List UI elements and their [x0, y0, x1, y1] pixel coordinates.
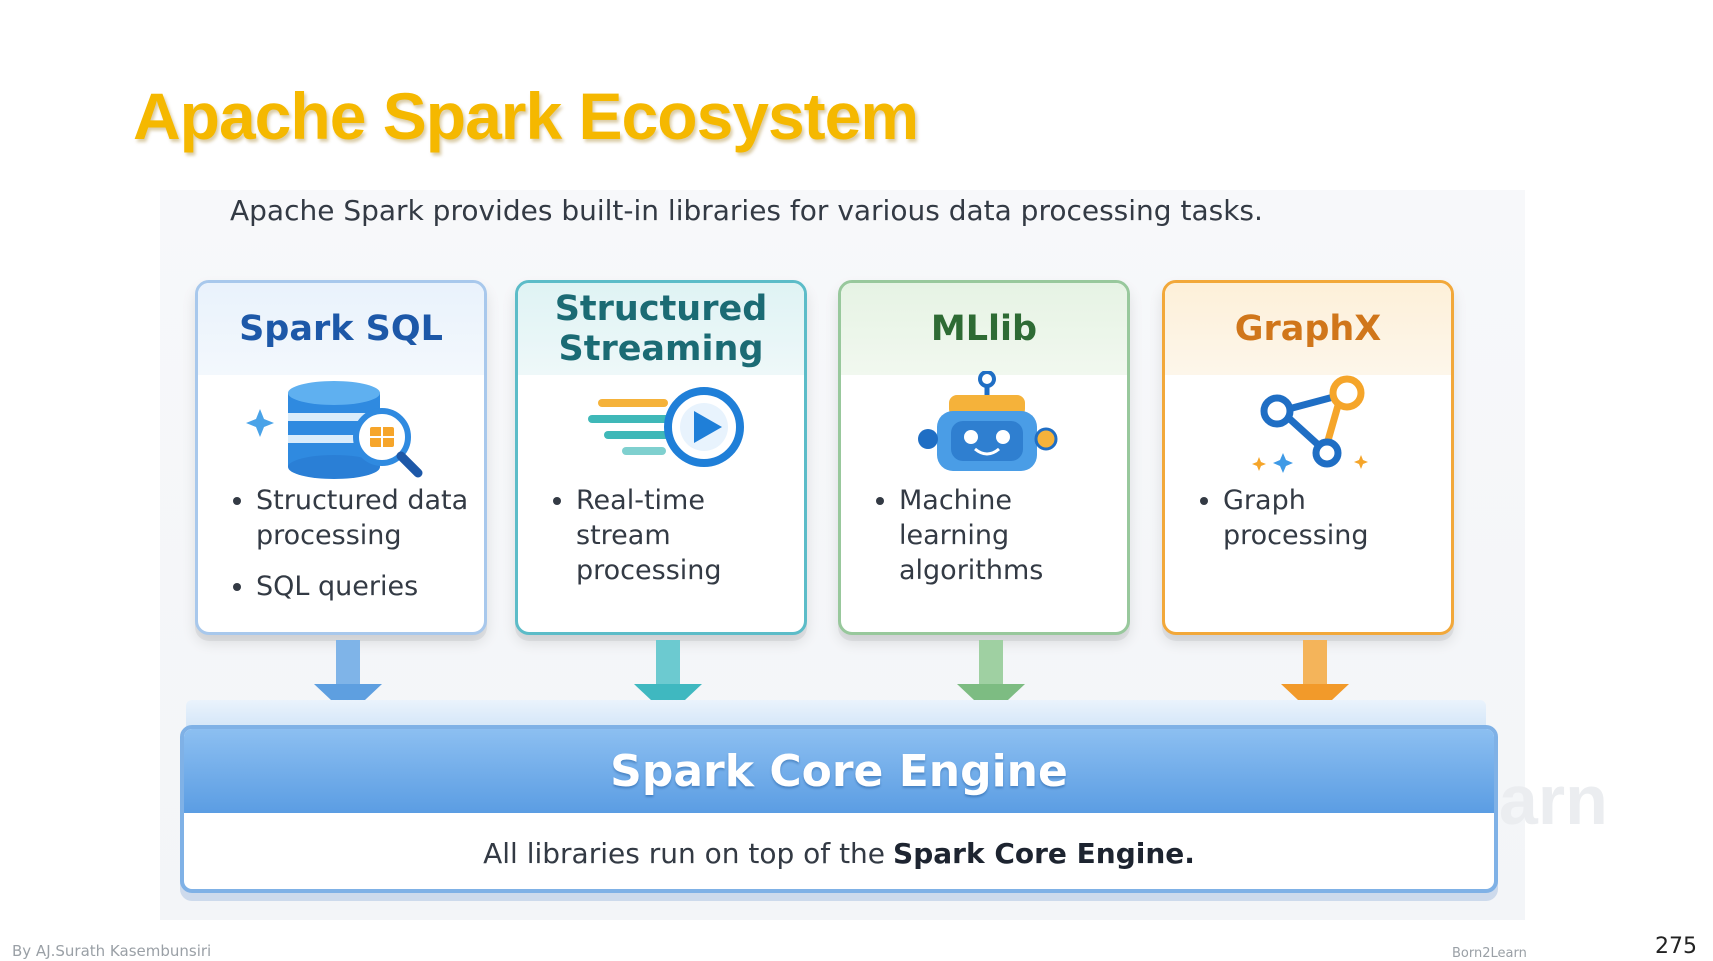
bullet-list: Graph processing: [1195, 483, 1441, 553]
card-structured-streaming: Structured Streaming Real-time stream pr…: [515, 280, 807, 635]
brand-label: Born2Learn: [1452, 946, 1527, 961]
core-note-text: All libraries run on top of the: [483, 836, 886, 870]
core-engine-top: [186, 700, 1486, 728]
stream-play-icon: [588, 387, 744, 467]
card-title: GraphX: [1165, 283, 1451, 375]
list-item: Machine learning algorithms: [899, 483, 1117, 588]
slide-subtitle: Apache Spark provides built-in libraries…: [230, 194, 1263, 227]
card-graphx: GraphX Graph processing: [1162, 280, 1454, 635]
card-title: Structured Streaming: [518, 283, 804, 375]
bullet-list: Machine learning algorithms: [871, 483, 1117, 588]
database-search-icon: [246, 381, 423, 479]
card-title: MLlib: [841, 283, 1127, 375]
list-item: Structured data processing: [256, 483, 474, 553]
bullet-list: Real-time stream processing: [548, 483, 794, 588]
card-spark-sql: Spark SQL Structured data processing SQL…: [195, 280, 487, 635]
slide-title: Apache Spark Ecosystem: [133, 79, 919, 153]
list-item: SQL queries: [256, 569, 474, 604]
page-number: 275: [1655, 934, 1697, 959]
core-engine-box: Spark Core Engine All libraries run on t…: [180, 725, 1498, 893]
core-engine-title: Spark Core Engine: [184, 729, 1494, 813]
core-engine-note: All libraries run on top of the Spark Co…: [184, 813, 1494, 889]
list-item: Graph processing: [1223, 483, 1441, 553]
list-item: Real-time stream processing: [576, 483, 794, 588]
card-mllib: MLlib Machine learning algorithms: [838, 280, 1130, 635]
graph-nodes-icon: [1252, 375, 1368, 473]
bullet-list: Structured data processing SQL queries: [228, 483, 474, 620]
robot-icon: [918, 371, 1058, 471]
author-credit: By AJ.Surath Kasembunsiri: [12, 942, 212, 960]
core-note-bold: Spark Core Engine.: [893, 836, 1195, 870]
card-title: Spark SQL: [198, 283, 484, 375]
